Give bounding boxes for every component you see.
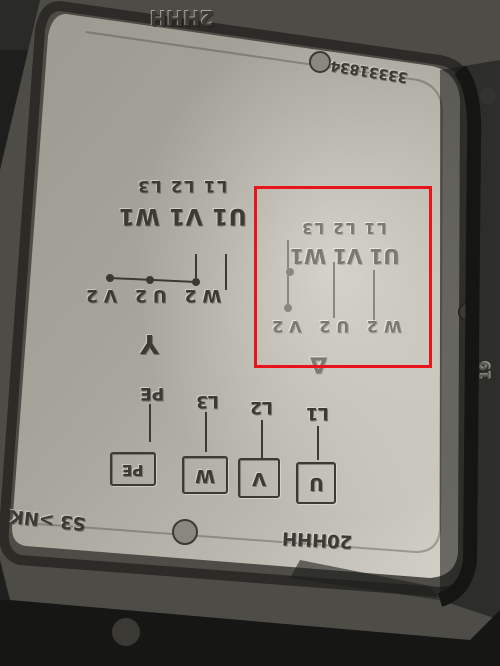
star-row: W2 U2 V2 xyxy=(80,285,222,305)
star-u2: U2 xyxy=(128,285,167,305)
line-label-pe: PE xyxy=(140,383,165,403)
upper-l3: L3 xyxy=(136,177,162,196)
star-symbol: Y xyxy=(140,328,159,358)
line-label-l1: L1 xyxy=(306,403,329,423)
terminal-box-v-label: V xyxy=(252,468,266,489)
upper-uvw-row: U1 V1 W1 xyxy=(118,203,247,228)
terminal-box-u: U xyxy=(296,462,336,504)
terminal-box-pe: PE xyxy=(110,452,156,486)
top-hatch-mark: 2HHH xyxy=(150,6,215,30)
terminal-box-pe-label: PE xyxy=(122,460,144,479)
terminal-box-w: W xyxy=(182,456,228,494)
terminal-box-v: V xyxy=(238,458,280,498)
delta-wiring xyxy=(284,240,375,326)
bottom-hatch-mark: 20HHH xyxy=(281,527,353,552)
upper-l2: L2 xyxy=(168,177,195,196)
line-label-l3: L3 xyxy=(196,391,219,411)
upper-w1: W1 xyxy=(118,203,160,228)
terminal-box-u-label: U xyxy=(308,473,324,494)
upper-u1: U1 xyxy=(211,203,247,228)
upper-terminal-lines: L1 L2 L3 xyxy=(136,177,228,196)
highlight-rectangle xyxy=(254,186,432,368)
star-wiring xyxy=(106,254,319,460)
line-label-l2: L2 xyxy=(250,397,273,417)
star-w2: W2 xyxy=(178,285,222,305)
terminal-box-w-label: W xyxy=(195,465,215,486)
star-v2: V2 xyxy=(80,285,117,305)
upper-l1: L1 xyxy=(201,177,228,196)
upper-v1: V1 xyxy=(168,203,203,228)
corner-number: 19 xyxy=(477,361,494,381)
